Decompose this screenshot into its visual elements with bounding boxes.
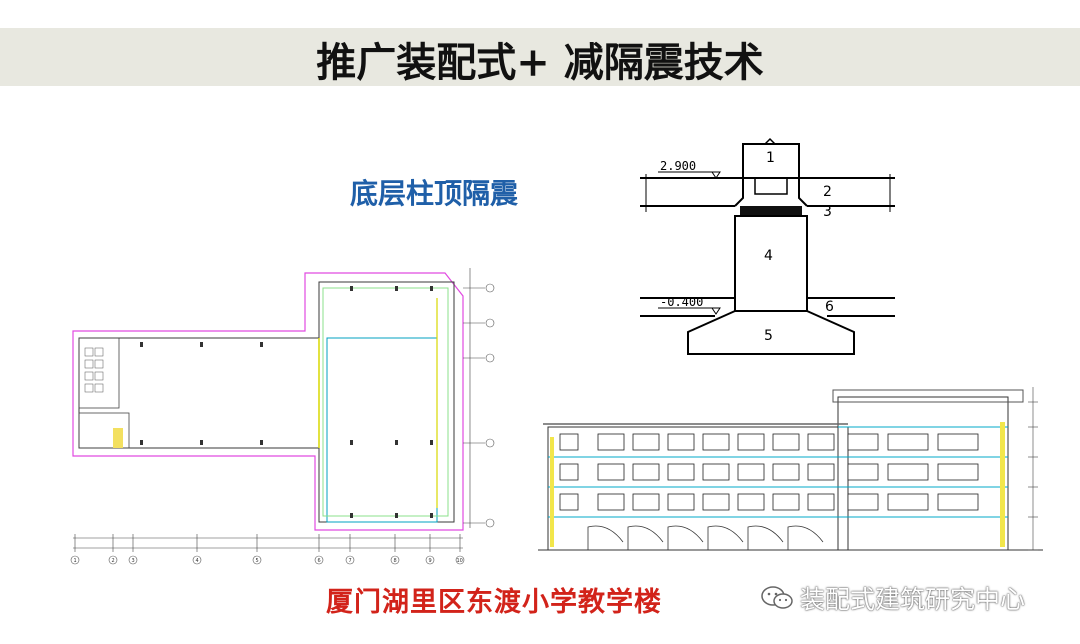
title-band xyxy=(0,28,1080,86)
part-label-6: 6 xyxy=(825,299,834,315)
level-mark-top: 2.900 xyxy=(660,159,696,173)
subtitle: 底层柱顶隔震 xyxy=(350,177,519,210)
axis-label-3: 3 xyxy=(132,558,135,564)
page-title: 推广装配式+ 减隔震技术 xyxy=(316,39,764,86)
axis-label-4: 4 xyxy=(196,558,199,564)
watermark: 装配式建筑研究中心 xyxy=(800,585,1026,614)
part-label-5: 5 xyxy=(764,328,773,344)
level-mark-bottom: -0.400 xyxy=(660,295,703,309)
axis-label-10: 10 xyxy=(457,558,463,564)
axis-label-5: 5 xyxy=(256,558,259,564)
wechat-icon xyxy=(761,586,793,609)
part-label-1: 1 xyxy=(766,150,775,166)
part-label-4: 4 xyxy=(764,248,773,264)
isolation-detail-drawing: 1 2 3 4 6 5 2.900 -0.400 xyxy=(640,137,895,355)
axis-label-8: 8 xyxy=(394,558,397,564)
axis-label-6: 6 xyxy=(318,558,321,564)
axis-label-9: 9 xyxy=(429,558,432,564)
floor-plan-drawing: 1 2 3 4 5 6 7 8 9 10 xyxy=(70,268,495,565)
axis-label-2: 2 xyxy=(112,558,115,564)
axis-label-7: 7 xyxy=(349,558,352,564)
part-label-2: 2 xyxy=(823,184,832,200)
caption: 厦门湖里区东渡小学教学楼 xyxy=(326,587,662,618)
part-label-3: 3 xyxy=(823,204,832,220)
axis-label-1: 1 xyxy=(74,558,77,564)
elevation-drawing xyxy=(538,387,1043,551)
